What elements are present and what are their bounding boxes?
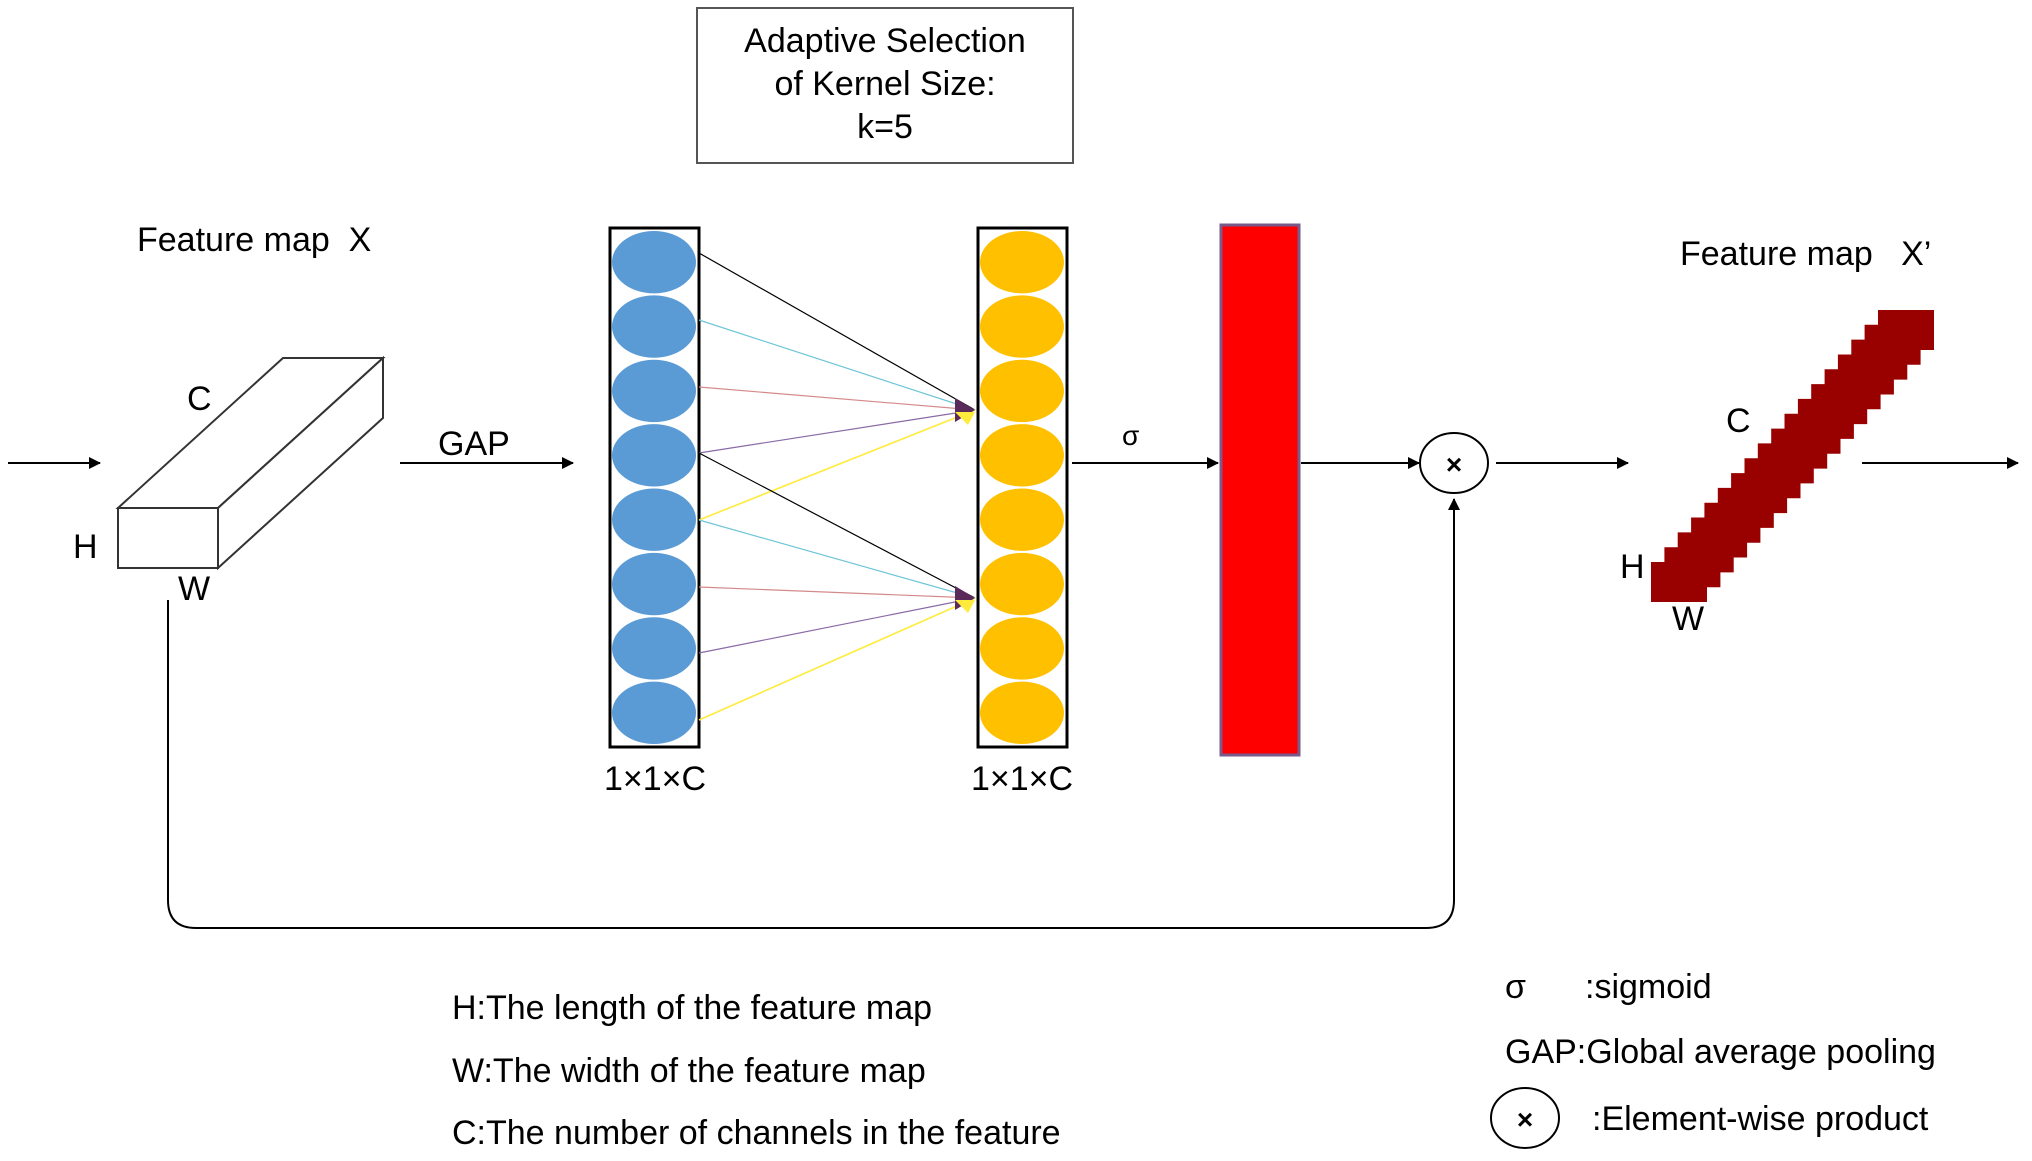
gap-vector-label: 1×1×C [604, 760, 706, 798]
gap-vector-cell [612, 359, 696, 423]
note-c: C:The number of channels in the feature [452, 1114, 1061, 1152]
sigmoid-label: σ [1122, 420, 1139, 451]
legend-gap-text: GAP:Global average pooling [1505, 1033, 1936, 1071]
output-map-title: Feature map X’ [1680, 235, 1931, 273]
kernel-size-box: Adaptive Selection of Kernel Size: k=5 [696, 7, 1074, 164]
output-map-h-label: H [1620, 548, 1645, 586]
output-map-w-label: W [1672, 600, 1704, 638]
legend-product-icon: × [1490, 1087, 1560, 1149]
output-feature-map [1651, 310, 1934, 602]
kernel-box-line2: of Kernel Size: [774, 65, 995, 103]
gap-vector [612, 231, 696, 744]
element-wise-product-node: × [1419, 432, 1489, 494]
gap-label: GAP [438, 425, 510, 463]
conv-vector-cell [980, 681, 1064, 744]
conv-vector-cell [980, 295, 1064, 358]
note-w: W:The width of the feature map [452, 1052, 926, 1090]
conv-vector-cell [980, 488, 1064, 551]
conv-vector-cell [980, 617, 1064, 680]
legend-product-text: :Element-wise product [1592, 1100, 1929, 1138]
conv-vector-label: 1×1×C [971, 760, 1073, 798]
input-feature-map-box [115, 355, 386, 571]
legend-sigma-symbol: σ [1505, 968, 1526, 1006]
input-map-w-label: W [178, 570, 210, 608]
conv-connections [698, 252, 976, 721]
gap-vector-cell [612, 488, 696, 551]
channel-weights-bar [1219, 223, 1301, 757]
gap-vector-cell [612, 424, 696, 487]
input-map-title: Feature map X [137, 221, 371, 259]
conv-vector-cell [980, 552, 1064, 616]
gap-vector-cell [612, 617, 696, 680]
input-map-c-label: C [187, 380, 212, 418]
gap-vector-cell [612, 295, 696, 358]
conv-vector [980, 231, 1064, 744]
conv-vector-cell [980, 231, 1064, 294]
kernel-box-line3: k=5 [857, 108, 913, 146]
legend-multiply-icon: × [1517, 1104, 1533, 1135]
multiply-icon: × [1446, 449, 1462, 480]
output-map-c-label: C [1726, 402, 1751, 440]
conv-vector-cell [980, 424, 1064, 487]
gap-vector-cell [612, 552, 696, 616]
kernel-box-line1: Adaptive Selection [744, 22, 1026, 60]
skip-connection [167, 498, 1460, 929]
note-h: H:The length of the feature map [452, 989, 932, 1027]
gap-vector-cell [612, 681, 696, 744]
conv-vector-cell [980, 359, 1064, 423]
legend-sigma-text: :sigmoid [1585, 968, 1712, 1006]
input-map-h-label: H [73, 528, 98, 566]
gap-vector-cell [612, 231, 696, 294]
